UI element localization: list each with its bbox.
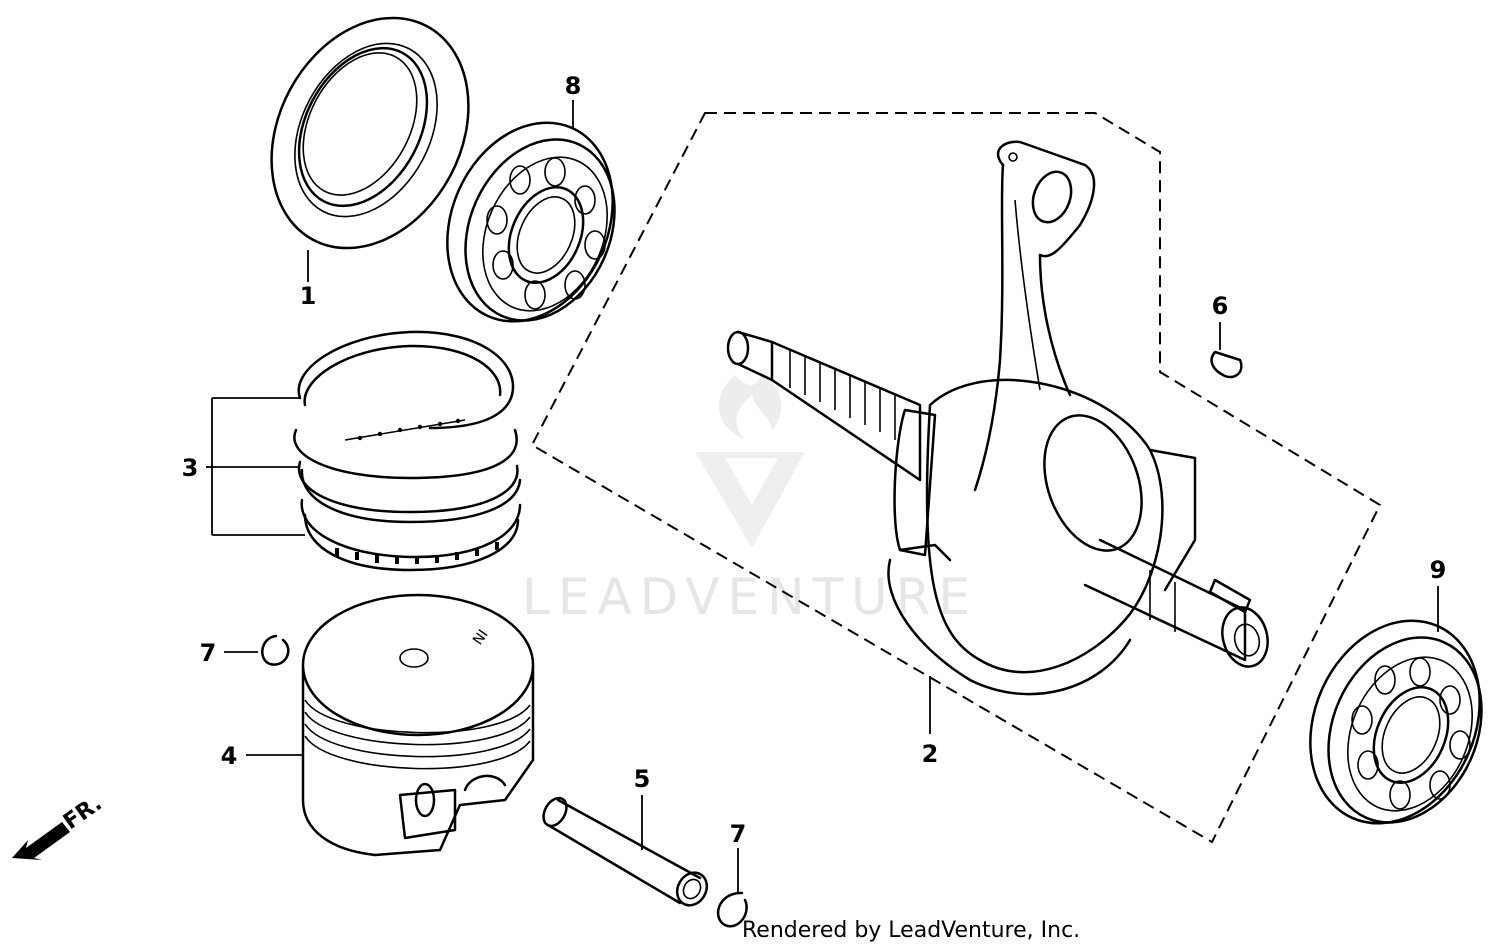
piston-pin-clip-right-drawing <box>716 891 748 928</box>
piston-drawing: IN <box>301 593 535 857</box>
watermark-logo <box>695 370 805 548</box>
woodruff-key-drawing <box>1210 350 1243 379</box>
bearing-left-drawing <box>446 121 616 323</box>
callout-1: 1 <box>300 282 317 310</box>
callout-2: 2 <box>922 740 939 768</box>
leader-lines <box>206 100 1439 893</box>
callout-4: 4 <box>221 742 238 770</box>
oil-seal-drawing <box>270 16 470 250</box>
callout-5: 5 <box>634 765 651 793</box>
callout-7-right: 7 <box>730 820 747 848</box>
callout-9: 9 <box>1430 556 1447 584</box>
callout-7-left: 7 <box>200 639 217 667</box>
piston-pin-drawing <box>542 796 709 907</box>
svg-text:IN: IN <box>468 626 489 647</box>
front-arrow-icon <box>12 822 70 860</box>
front-indicator: FR. <box>12 791 107 860</box>
piston-rings-drawing <box>293 330 522 572</box>
callout-6: 6 <box>1212 292 1229 320</box>
callout-8: 8 <box>565 72 582 100</box>
bearing-right-drawing <box>1309 619 1483 825</box>
piston-pin-clip-left-drawing <box>261 634 290 666</box>
crankshaft-assembly-outline <box>530 112 1382 844</box>
callout-3: 3 <box>182 454 199 482</box>
render-credit: Rendered by LeadVenture, Inc. <box>742 918 1081 943</box>
crankshaft-drawing <box>726 140 1269 696</box>
watermark-text: LEADVENTURE <box>522 568 978 626</box>
